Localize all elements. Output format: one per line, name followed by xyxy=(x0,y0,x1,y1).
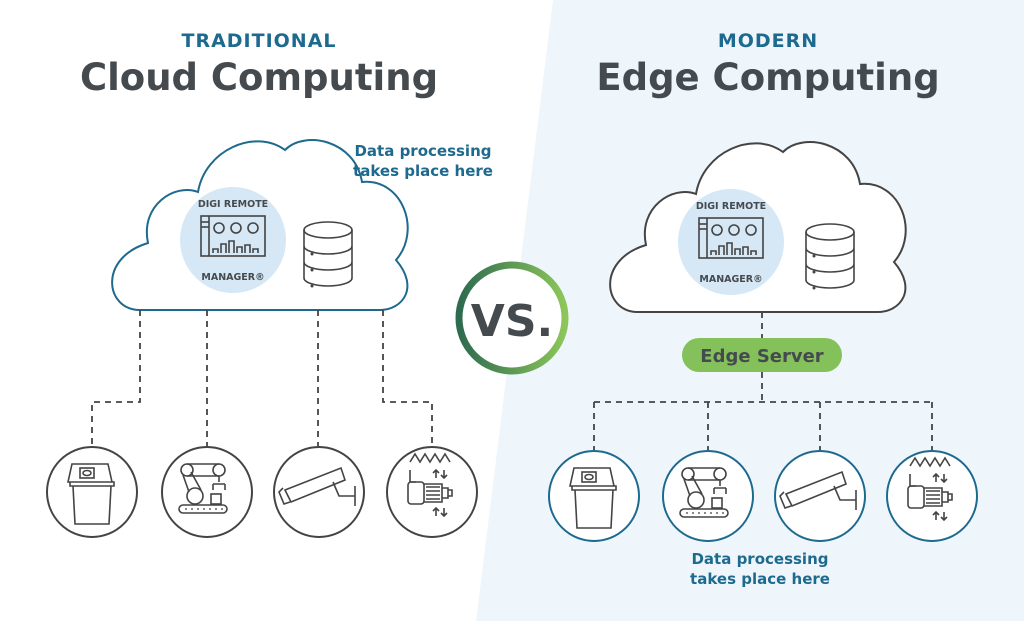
edge-processing-note-line2: takes place here xyxy=(690,570,830,588)
security-camera-icon xyxy=(273,446,365,538)
cloud-connectors xyxy=(91,310,433,446)
badge-bottom-text: MANAGER® xyxy=(699,274,762,285)
robot-arm-icon xyxy=(161,446,253,538)
motor-vibration-icon xyxy=(386,446,478,538)
vs-text: VS. xyxy=(471,296,553,347)
digi-remote-manager-badge: DIGI REMOTE MANAGER® xyxy=(677,188,785,296)
edge-connectors xyxy=(593,312,933,450)
edge-server-label: Edge Server xyxy=(700,346,824,367)
security-camera-icon xyxy=(774,450,866,542)
badge-top-text: DIGI REMOTE xyxy=(696,201,766,212)
edge-computing-title: Edge Computing xyxy=(596,56,939,99)
edge-server-pill xyxy=(682,338,842,372)
cloud-devices xyxy=(46,446,478,538)
vs-badge: VS. xyxy=(455,261,569,375)
cloud-processing-note-line1: Data processing xyxy=(354,142,491,160)
kiosk-icon xyxy=(548,450,640,542)
edge-devices xyxy=(548,450,978,542)
kiosk-icon xyxy=(46,446,138,538)
badge-top-text: DIGI REMOTE xyxy=(198,199,268,210)
digi-remote-manager-badge: DIGI REMOTE MANAGER® xyxy=(179,186,287,294)
robot-arm-icon xyxy=(662,450,754,542)
motor-vibration-icon xyxy=(886,450,978,542)
traditional-label: TRADITIONAL xyxy=(181,30,336,52)
cloud-processing-note-line2: takes place here xyxy=(353,162,493,180)
cloud-computing-title: Cloud Computing xyxy=(80,56,438,99)
edge-processing-note-line1: Data processing xyxy=(691,550,828,568)
modern-label: MODERN xyxy=(718,30,818,52)
badge-bottom-text: MANAGER® xyxy=(201,272,264,283)
